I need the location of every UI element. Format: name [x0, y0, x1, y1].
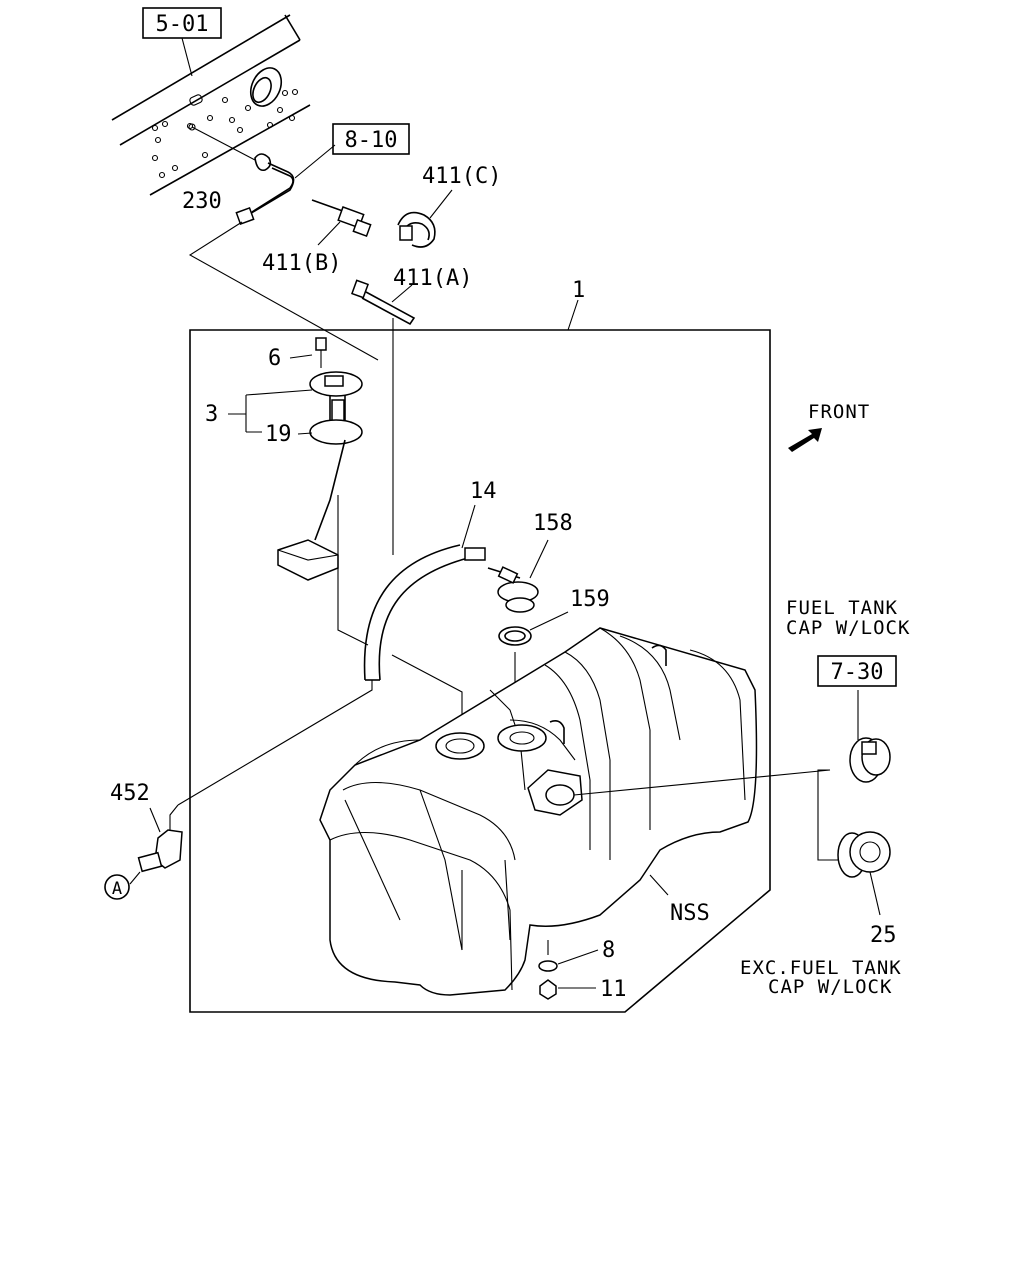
fuel-cap-standard — [837, 831, 891, 916]
label-6: 6 — [268, 346, 281, 371]
breather-valve-and-gasket — [487, 539, 569, 712]
label-19: 19 — [265, 422, 292, 447]
tank-assembly-outline — [189, 329, 771, 1013]
label-159: 159 — [570, 587, 610, 612]
breather-hose — [177, 504, 486, 806]
label-230: 230 — [182, 189, 222, 214]
label-25: 25 — [870, 923, 897, 948]
fuel-cap-with-lock — [849, 737, 891, 783]
note-without-lock-line1: EXC.FUEL TANK — [740, 957, 902, 979]
label-411b: 411(B) — [262, 251, 341, 276]
ref-8-10-label: 8-10 — [345, 128, 398, 153]
label-1: 1 — [572, 278, 585, 303]
label-circle-a: A — [112, 879, 122, 899]
label-nss: NSS — [670, 901, 710, 926]
note-with-lock-line2: CAP W/LOCK — [786, 617, 910, 639]
harness-and-clips — [188, 126, 453, 361]
label-411c: 411(C) — [422, 164, 501, 189]
frame-member-drawing — [111, 14, 311, 196]
label-11: 11 — [600, 977, 627, 1002]
note-with-lock-line1: FUEL TANK — [786, 597, 898, 619]
circle-a-marker — [104, 874, 130, 900]
fuel-sender-unit — [277, 318, 394, 646]
note-without-lock-line2: CAP W/LOCK — [768, 976, 892, 998]
ref-5-01-label: 5-01 — [156, 12, 209, 37]
ref-box-8-10 — [332, 123, 410, 155]
label-14: 14 — [470, 479, 497, 504]
ref-box-7-30 — [817, 655, 897, 687]
ref-7-30-label: 7-30 — [831, 660, 884, 685]
front-arrow-icon — [788, 428, 822, 452]
fuel-cap-leaders — [573, 690, 859, 861]
elbow-fitting — [129, 804, 183, 885]
fuel-tank-body — [319, 627, 758, 996]
drain-plug — [538, 940, 599, 1000]
label-452: 452 — [110, 781, 150, 806]
front-label: FRONT — [808, 401, 870, 423]
label-411a: 411(A) — [393, 266, 472, 291]
label-3: 3 — [205, 402, 218, 427]
label-8: 8 — [602, 938, 615, 963]
label-158: 158 — [533, 511, 573, 536]
